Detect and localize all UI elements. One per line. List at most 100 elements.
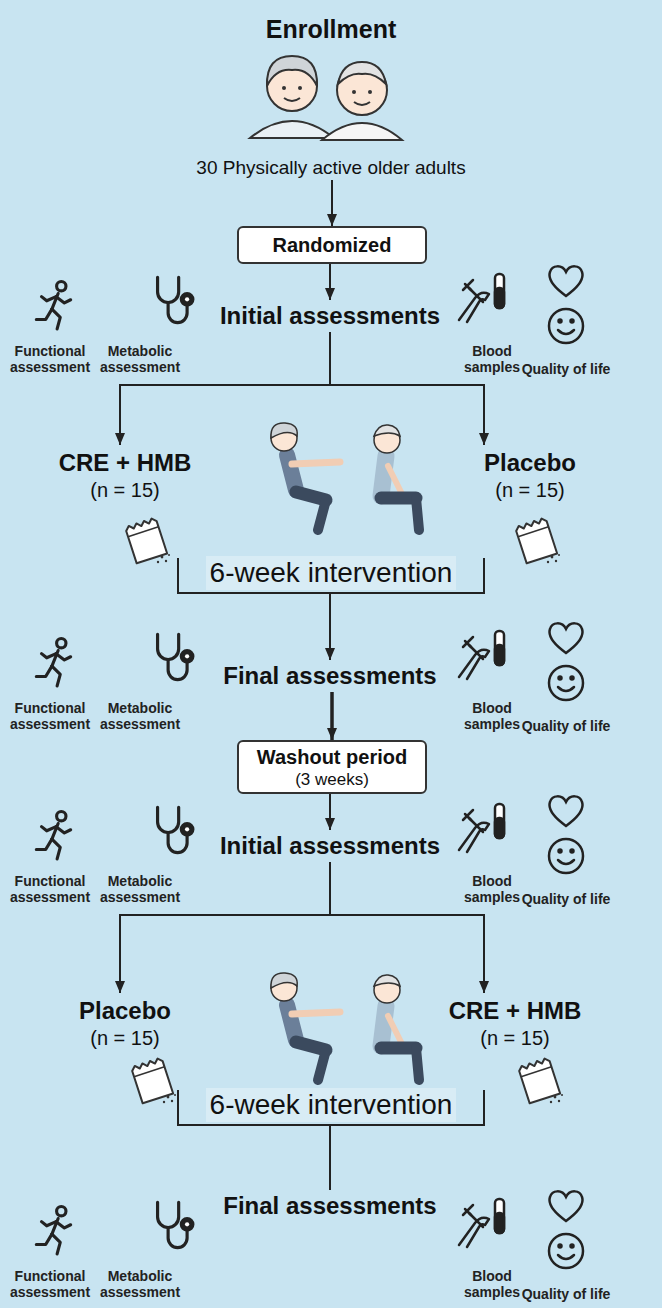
group-size: (n = 15) xyxy=(480,1025,549,1051)
exercise-illustration xyxy=(131,973,563,1103)
drawing-part xyxy=(550,796,583,826)
drawing-part xyxy=(292,462,340,464)
participant-count: 30 Physically active older adults xyxy=(196,156,465,180)
drawing-part xyxy=(36,812,70,859)
drawing-part xyxy=(549,839,583,873)
group-node: Placebo(n = 15) xyxy=(60,993,190,1055)
drawing-part xyxy=(158,1202,193,1247)
drawing-part xyxy=(287,1005,296,1040)
drawing-part xyxy=(388,1016,402,1044)
process-box: Randomized xyxy=(237,226,427,264)
stage-label: Final assessments xyxy=(223,1192,436,1220)
drawing-part xyxy=(381,456,386,496)
drawing-part xyxy=(158,277,193,322)
group-node: CRE + HMB(n = 15) xyxy=(55,445,195,507)
drawing-part xyxy=(338,62,386,84)
drawing-part xyxy=(416,498,419,530)
intervention-stage: 6-week intervention xyxy=(178,556,484,593)
assessment-stage: Final assessments xyxy=(195,1190,465,1222)
flow-arrow xyxy=(330,692,334,740)
assessment-icons xyxy=(36,1191,583,1268)
icon-caption: Functional assessment xyxy=(5,873,95,905)
flow-arrow xyxy=(120,862,330,993)
drawing-part xyxy=(550,266,583,296)
drawing-part xyxy=(374,975,400,986)
drawing-part xyxy=(459,274,504,322)
drawing-part xyxy=(267,56,317,86)
group-name: Placebo xyxy=(79,997,171,1025)
stage-label: Final assessments xyxy=(223,662,436,690)
drawing-part xyxy=(549,309,583,343)
drawing-part xyxy=(287,455,296,490)
icon-caption: Metabolic assessment xyxy=(95,700,185,732)
stage-label: Initial assessments xyxy=(220,832,440,860)
drawing-part xyxy=(550,623,583,653)
assessment-icons xyxy=(36,266,583,343)
drawing-part xyxy=(381,492,416,505)
drawing-part xyxy=(36,1207,70,1254)
drawing-part xyxy=(368,90,372,94)
icon-caption: Quality of life xyxy=(521,891,611,907)
drawing-part xyxy=(322,123,402,140)
stage-label: Initial assessments xyxy=(220,302,440,330)
flow-arrow xyxy=(330,862,484,993)
stage-label: 6-week intervention xyxy=(206,1088,457,1122)
drawing-part xyxy=(354,102,370,105)
stage-heading: Enrollment xyxy=(266,14,397,44)
group-name: CRE + HMB xyxy=(59,449,192,477)
drawing-part xyxy=(549,1234,583,1268)
assessment-icons xyxy=(36,623,583,700)
flow-arrow xyxy=(120,332,330,445)
drawing-part xyxy=(352,90,356,94)
drawing-part xyxy=(459,1199,504,1247)
exercise-illustration xyxy=(125,423,560,563)
box-label: Randomized xyxy=(273,233,392,257)
drawing-part xyxy=(459,631,504,679)
group-node: Placebo(n = 15) xyxy=(465,445,595,507)
assessment-stage: Final assessments xyxy=(195,660,465,692)
icon-caption: Quality of life xyxy=(521,361,611,377)
drawing-part xyxy=(282,86,286,90)
group-node: CRE + HMB(n = 15) xyxy=(440,993,590,1055)
intervention-stage: 6-week intervention xyxy=(178,1088,484,1125)
drawing-part xyxy=(459,804,504,852)
group-name: Placebo xyxy=(484,449,576,477)
drawing-part xyxy=(515,517,560,563)
icon-caption: Metabolic assessment xyxy=(95,873,185,905)
flow-arrow xyxy=(330,332,484,445)
icon-caption: Metabolic assessment xyxy=(95,343,185,375)
drawing-part xyxy=(549,666,583,700)
drawing-part xyxy=(298,86,302,90)
drawing-part xyxy=(381,1042,416,1055)
drawing-part xyxy=(416,1048,419,1080)
flow-arrow xyxy=(331,180,333,226)
flow-arrow xyxy=(329,794,331,830)
drawing-part xyxy=(292,1012,340,1014)
assessment-stage: Initial assessments xyxy=(195,300,465,332)
icon-caption: Quality of life xyxy=(521,1286,611,1302)
assessment-stage: Initial assessments xyxy=(195,830,465,862)
icon-caption: Functional assessment xyxy=(5,343,95,375)
group-size: (n = 15) xyxy=(90,1025,159,1051)
box-label: Washout period xyxy=(257,745,407,769)
box-sublabel: (3 weeks) xyxy=(295,769,369,790)
drawing-part xyxy=(250,121,334,138)
drawing-part xyxy=(36,639,70,686)
icon-caption: Metabolic assessment xyxy=(95,1268,185,1300)
drawing-part xyxy=(158,807,193,852)
drawing-part xyxy=(36,282,70,329)
group-name: CRE + HMB xyxy=(449,997,582,1025)
icon-caption: Functional assessment xyxy=(5,1268,95,1300)
drawing-part xyxy=(318,500,326,530)
drawing-part xyxy=(284,98,300,101)
drawing-part xyxy=(318,1050,326,1080)
drawing-part xyxy=(518,1057,563,1103)
group-size: (n = 15) xyxy=(90,477,159,503)
enrollment-people xyxy=(250,56,402,140)
assessment-icons xyxy=(36,796,583,873)
drawing-part xyxy=(374,425,400,436)
group-size: (n = 15) xyxy=(495,477,564,503)
flow-arrow xyxy=(329,264,331,300)
